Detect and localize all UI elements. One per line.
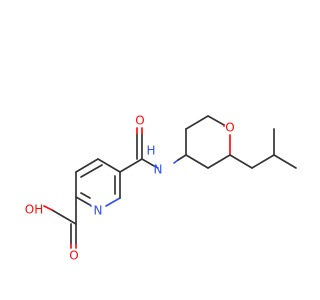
bond (75, 158, 99, 173)
pyridine-ring (75, 158, 121, 207)
bond-double-inner (80, 192, 91, 199)
carbonyl-oxygen-label: O (135, 114, 144, 128)
bond (207, 154, 231, 169)
bond (97, 158, 121, 173)
carboxylic-acid-group (43, 196, 77, 249)
molecule-diagram: O N H O N OH O (24, 113, 297, 263)
pyridine-nitrogen-label: N (94, 204, 103, 218)
isobutyl-chain (229, 128, 297, 169)
bond (75, 196, 91, 206)
bond-double-inner (80, 164, 103, 178)
bond (89, 204, 92, 207)
bond (105, 197, 121, 207)
bond (141, 158, 155, 167)
bond (153, 165, 159, 169)
bond (119, 158, 143, 173)
bond (185, 115, 209, 130)
amide-group (119, 127, 187, 173)
bond (251, 154, 275, 169)
bond (51, 209, 77, 225)
oxane-ring (185, 115, 231, 169)
amide-hydrogen-label: H (146, 144, 155, 158)
hydroxyl-label: OH (25, 203, 43, 217)
bond (273, 154, 297, 169)
bond (229, 154, 253, 169)
bond (177, 154, 187, 161)
bond (185, 154, 209, 169)
acid-oxygen-label: O (69, 249, 78, 263)
ring-oxygen-label: O (225, 121, 234, 135)
bond (207, 115, 225, 126)
bond (43, 205, 53, 211)
amide-nitrogen-label: N (154, 163, 163, 177)
chemical-structure: O N H O N OH O (25, 114, 297, 263)
